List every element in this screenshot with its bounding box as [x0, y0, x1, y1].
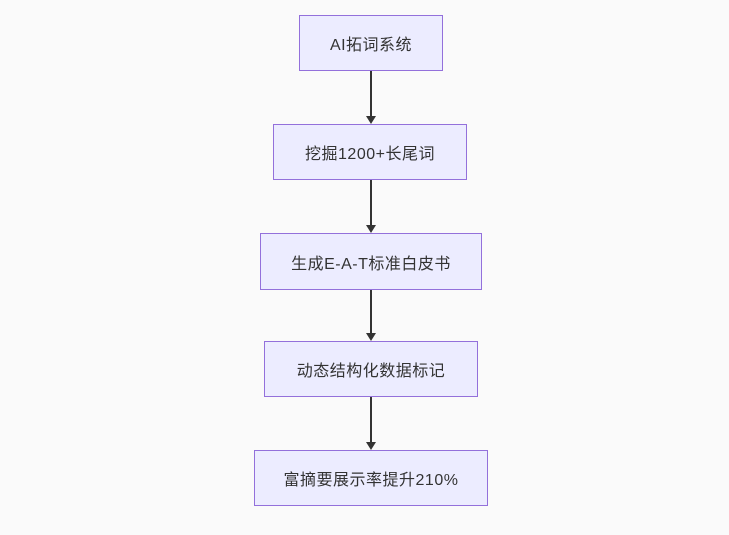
- arrow-head-icon: [366, 442, 376, 450]
- flow-node-E: 富摘要展示率提升210%: [254, 450, 488, 506]
- flow-arrow-line: [370, 71, 372, 117]
- flow-node-label: 生成E-A-T标准白皮书: [291, 255, 451, 273]
- flow-arrow-line: [370, 397, 372, 443]
- flow-node-label: 动态结构化数据标记: [296, 363, 446, 380]
- flow-arrow-line: [370, 290, 372, 334]
- arrow-head-icon: [366, 333, 376, 341]
- flow-node-D: 动态结构化数据标记: [264, 341, 478, 397]
- arrow-head-icon: [366, 225, 376, 233]
- flow-node-A: AI拓词系统: [299, 15, 443, 71]
- arrow-head-icon: [366, 116, 376, 124]
- flow-node-label: 挖掘1200+长尾词: [305, 146, 435, 163]
- flow-node-B: 挖掘1200+长尾词: [273, 124, 467, 180]
- flow-node-label: AI拓词系统: [329, 37, 413, 54]
- flow-arrow-line: [370, 180, 372, 226]
- flow-node-C: 生成E-A-T标准白皮书: [260, 233, 482, 290]
- flow-node-label: 富摘要展示率提升210%: [283, 472, 459, 489]
